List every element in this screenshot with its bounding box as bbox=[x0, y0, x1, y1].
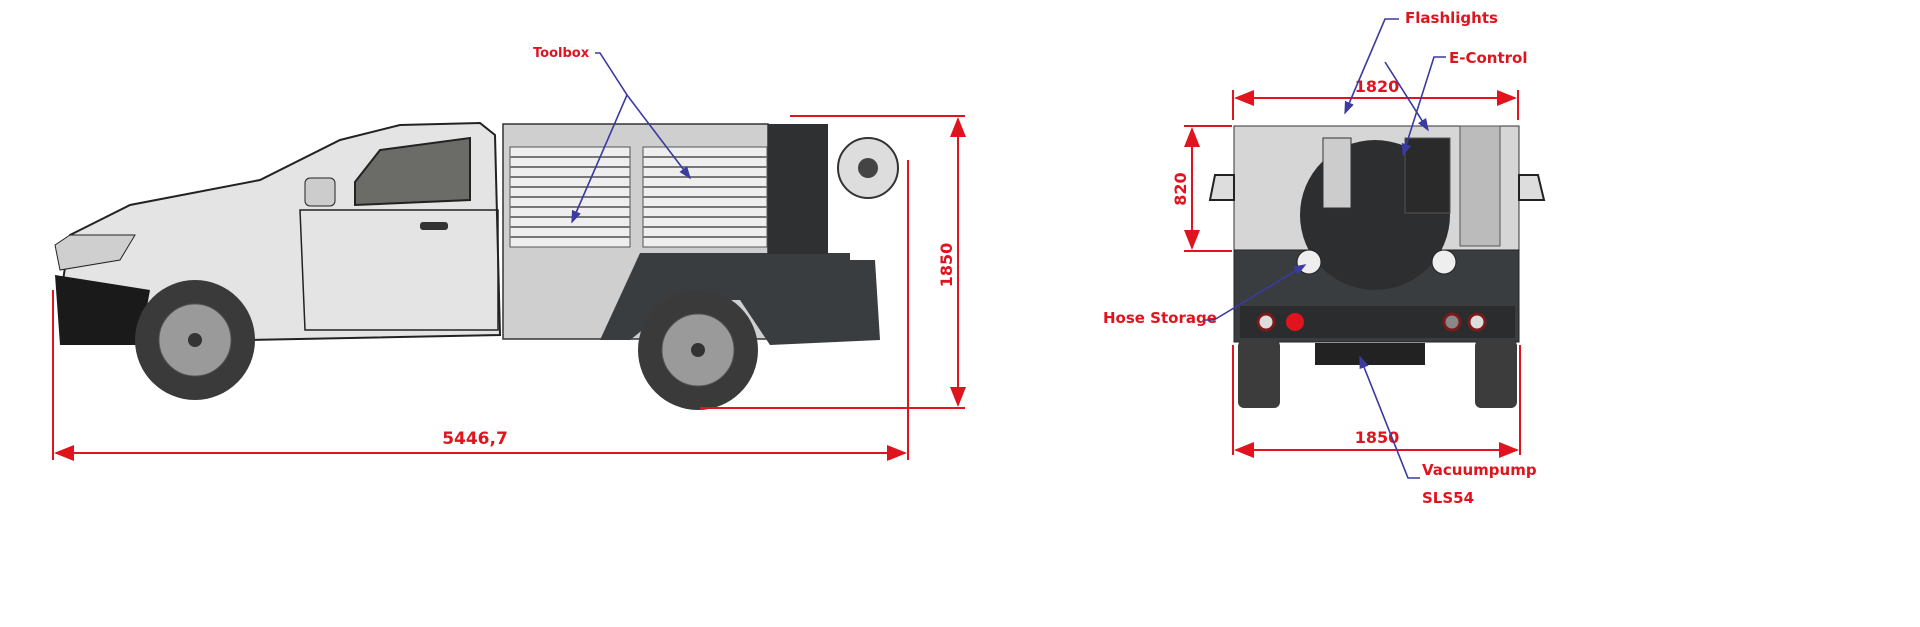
flashlights-label: Flashlights bbox=[1405, 9, 1498, 27]
body-height-label: 820 bbox=[1171, 172, 1190, 205]
length-label: 5446,7 bbox=[442, 429, 508, 449]
tail-light bbox=[1256, 312, 1276, 332]
left-mirror bbox=[1208, 174, 1235, 201]
track-width-label: 1850 bbox=[1355, 428, 1400, 447]
hose-storage-callout: Hose Storage bbox=[1103, 264, 1307, 327]
vacuum-pump bbox=[1315, 343, 1425, 365]
body-height-dimension: 820 bbox=[1171, 125, 1232, 252]
height-label: 1850 bbox=[937, 243, 956, 288]
e-control-label: E-Control bbox=[1449, 49, 1527, 67]
track-width-dimension: 1850 bbox=[1232, 345, 1521, 458]
toolbox-callout: Toolbox bbox=[533, 46, 691, 224]
top-width-label: 1820 bbox=[1355, 77, 1400, 96]
rear-view-truck bbox=[1208, 125, 1546, 408]
hose-coil bbox=[1459, 125, 1501, 247]
hose-storage-label: Hose Storage bbox=[1103, 309, 1217, 327]
rear-wheel bbox=[638, 290, 758, 410]
cab-window bbox=[354, 136, 471, 207]
right-mirror bbox=[1518, 174, 1546, 201]
rear-width-top-dimension: 1820 bbox=[1232, 77, 1519, 120]
toolbox-label: Toolbox bbox=[533, 46, 590, 61]
front-wheel bbox=[135, 280, 255, 400]
height-dimension: 1850 bbox=[700, 115, 966, 409]
rear-body-dark bbox=[600, 253, 880, 345]
reflector bbox=[1286, 313, 1304, 331]
flashlights-callout: Flashlights bbox=[1344, 9, 1498, 132]
vacuumpump-model-label: SLS54 bbox=[1422, 489, 1474, 507]
front-bumper bbox=[55, 275, 150, 345]
rear-left-wheel bbox=[1238, 340, 1280, 408]
door-handle bbox=[420, 222, 448, 230]
cab-door bbox=[299, 209, 499, 331]
vacuumpump-callout: Vacuumpump SLS54 bbox=[1359, 355, 1537, 507]
rear-right-wheel bbox=[1475, 340, 1517, 408]
side-view-truck bbox=[54, 121, 899, 410]
length-dimension: 5446,7 bbox=[52, 160, 909, 461]
pump-unit bbox=[768, 124, 828, 254]
roller-shutters bbox=[509, 146, 768, 248]
e-control-callout: E-Control bbox=[1401, 49, 1527, 157]
hose-storage-right bbox=[1431, 249, 1457, 275]
vacuumpump-label: Vacuumpump bbox=[1422, 461, 1537, 479]
side-mirror bbox=[304, 177, 336, 207]
hose-storage-left bbox=[1296, 249, 1322, 275]
